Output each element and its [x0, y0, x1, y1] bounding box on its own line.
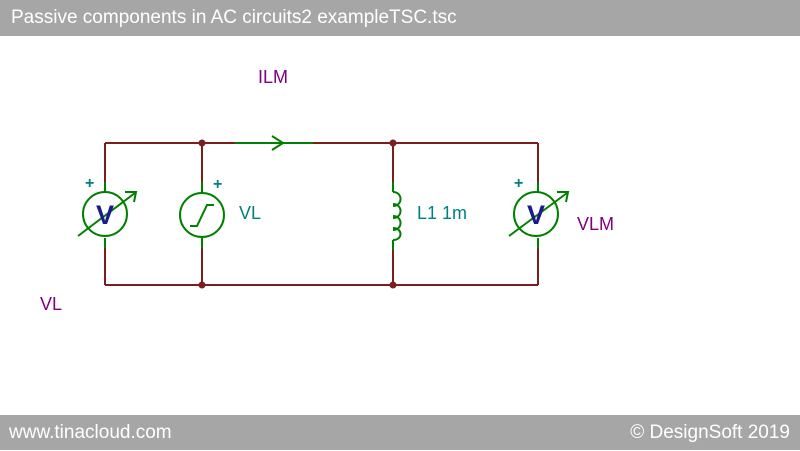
- source-label: VL: [239, 203, 261, 223]
- footer-bar: www.tinacloud.com © DesignSoft 2019: [0, 415, 800, 450]
- inductor-coil-icon: [392, 182, 402, 250]
- junction-dot: [389, 281, 397, 289]
- window-title: Passive components in AC circuits2 examp…: [0, 0, 800, 36]
- junctions: [198, 139, 397, 289]
- voltmeter-glyph: V: [527, 200, 545, 230]
- junction-dot: [198, 139, 206, 147]
- polarity-plus: +: [514, 175, 523, 192]
- junction-dot: [389, 139, 397, 147]
- website-link[interactable]: www.tinacloud.com: [9, 422, 172, 443]
- copyright-text: © DesignSoft 2019: [630, 422, 790, 443]
- voltmeter-right-label: VLM: [577, 214, 614, 234]
- voltmeter-left-icon: V +: [77, 175, 138, 248]
- polarity-plus: +: [213, 176, 222, 193]
- wires: [104, 142, 539, 286]
- ammeter-arrow-icon: [235, 135, 313, 151]
- inductor-label: L1 1m: [417, 203, 467, 223]
- voltage-source-icon: +: [179, 176, 225, 248]
- junction-dot: [198, 281, 206, 289]
- voltmeter-glyph: V: [96, 200, 114, 230]
- polarity-plus: +: [85, 175, 94, 192]
- voltmeter-right-icon: V +: [508, 175, 570, 248]
- voltmeter-left-label: VL: [40, 294, 62, 314]
- current-meter-label: ILM: [258, 67, 288, 87]
